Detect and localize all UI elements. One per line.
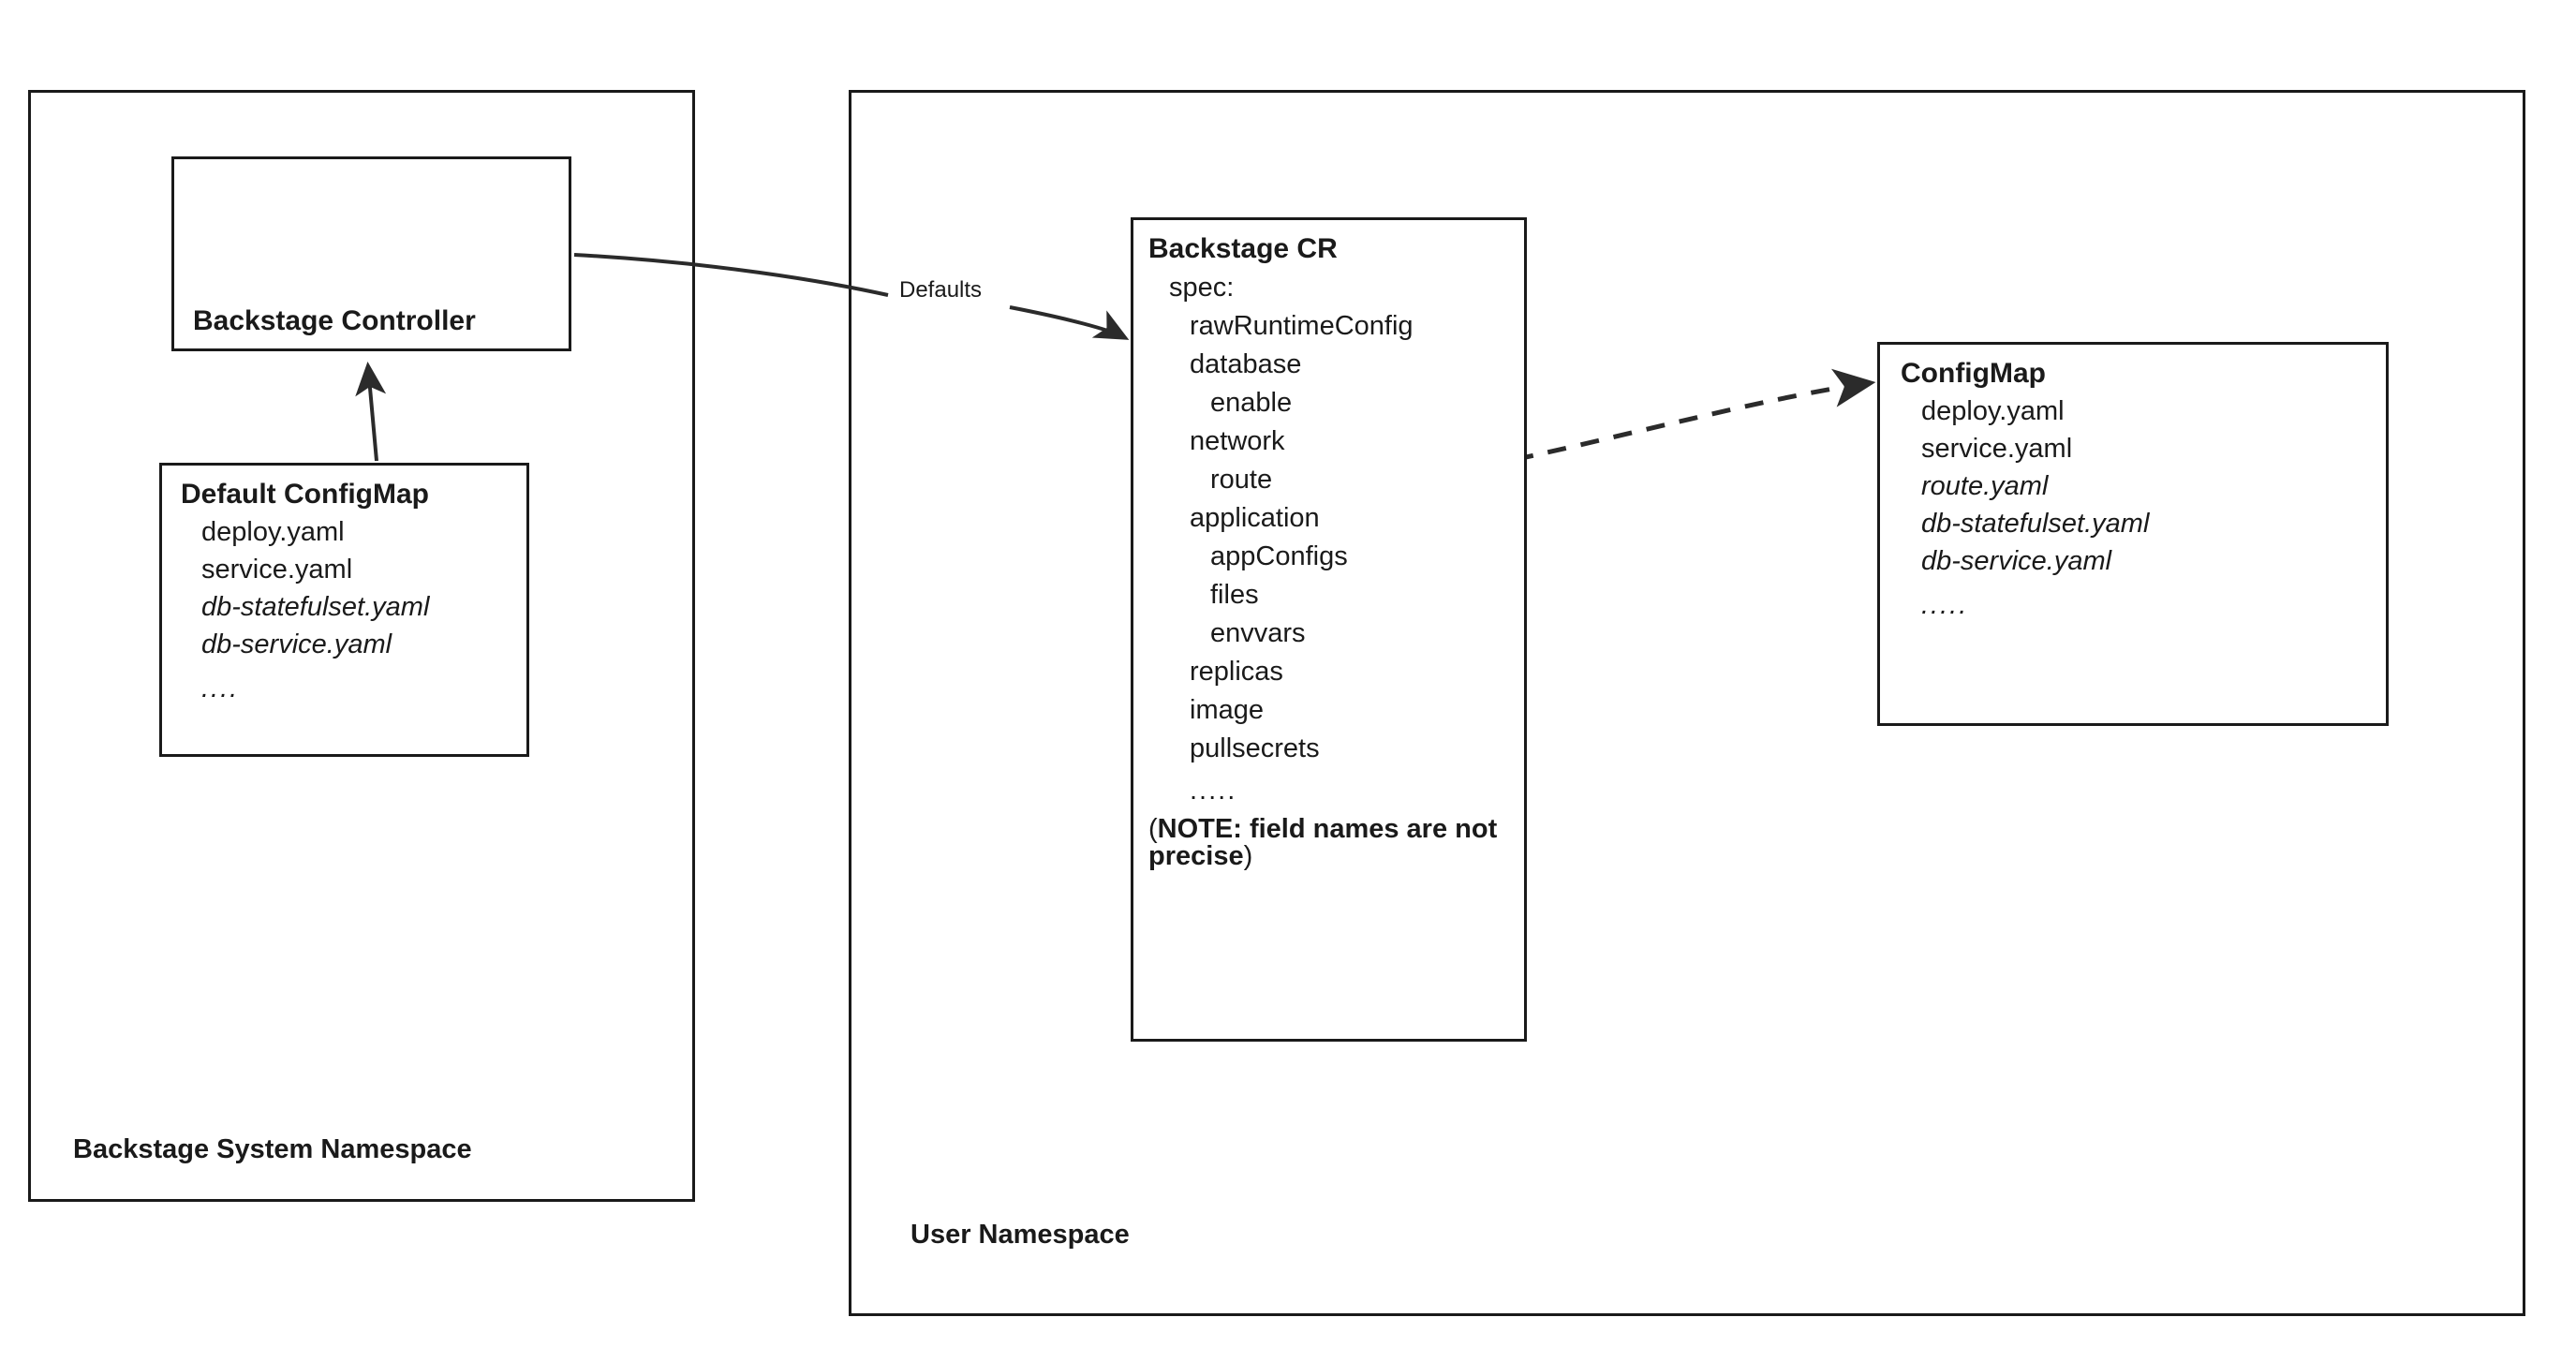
- list-item: database: [1190, 349, 1302, 379]
- node-note-backstage-cr: (NOTE: field names are not precise): [1148, 816, 1524, 870]
- list-item: pullsecrets: [1190, 733, 1320, 763]
- list-item: spec:: [1169, 273, 1235, 303]
- note-close-paren: ): [1243, 841, 1253, 871]
- node-title-backstage-controller: Backstage Controller: [193, 305, 476, 336]
- list-item: rawRuntimeConfig: [1190, 311, 1414, 341]
- list-item: application: [1190, 503, 1320, 533]
- note-text: NOTE: field names are not precise: [1148, 814, 1498, 871]
- list-item: route.yaml: [1921, 471, 2049, 501]
- list-item: db-statefulset.yaml: [1921, 509, 2150, 539]
- node-configmap[interactable]: ConfigMap deploy.yaml service.yaml route…: [1877, 342, 2389, 726]
- list-item: network: [1190, 426, 1285, 456]
- list-item: files: [1210, 580, 1259, 610]
- list-item: image: [1190, 695, 1264, 725]
- note-open-paren: (: [1148, 814, 1158, 844]
- list-item: deploy.yaml: [1921, 396, 2065, 426]
- list-item: service.yaml: [1921, 434, 2073, 464]
- list-item: db-service.yaml: [1921, 546, 2112, 576]
- list-item: db-statefulset.yaml: [201, 592, 430, 622]
- list-item: deploy.yaml: [201, 517, 345, 547]
- node-default-configmap[interactable]: Default ConfigMap deploy.yaml service.ya…: [159, 463, 529, 757]
- list-item: route: [1210, 465, 1273, 495]
- node-title-backstage-cr: Backstage CR: [1148, 233, 1338, 264]
- namespace-backstage-system: [28, 90, 695, 1202]
- node-backstage-controller[interactable]: Backstage Controller: [171, 156, 571, 351]
- namespace-label-user: User Namespace: [910, 1220, 1130, 1250]
- namespace-label-backstage-system: Backstage System Namespace: [73, 1134, 472, 1164]
- list-item-ellipsis: .....: [1190, 776, 1237, 806]
- node-title-configmap: ConfigMap: [1901, 358, 2046, 389]
- list-item: appConfigs: [1210, 541, 1348, 571]
- list-item: service.yaml: [201, 555, 353, 585]
- node-backstage-cr[interactable]: Backstage CR spec: rawRuntimeConfig data…: [1131, 217, 1527, 1042]
- edge-label-defaults: Defaults: [895, 277, 987, 303]
- list-item: replicas: [1190, 657, 1283, 687]
- list-item: enable: [1210, 388, 1293, 418]
- list-item-ellipsis: .....: [1921, 590, 1969, 620]
- list-item-ellipsis: ....: [201, 674, 240, 703]
- node-title-default-configmap: Default ConfigMap: [181, 479, 429, 510]
- list-item: db-service.yaml: [201, 629, 392, 659]
- namespace-user: [849, 90, 2525, 1316]
- list-item: envvars: [1210, 618, 1306, 648]
